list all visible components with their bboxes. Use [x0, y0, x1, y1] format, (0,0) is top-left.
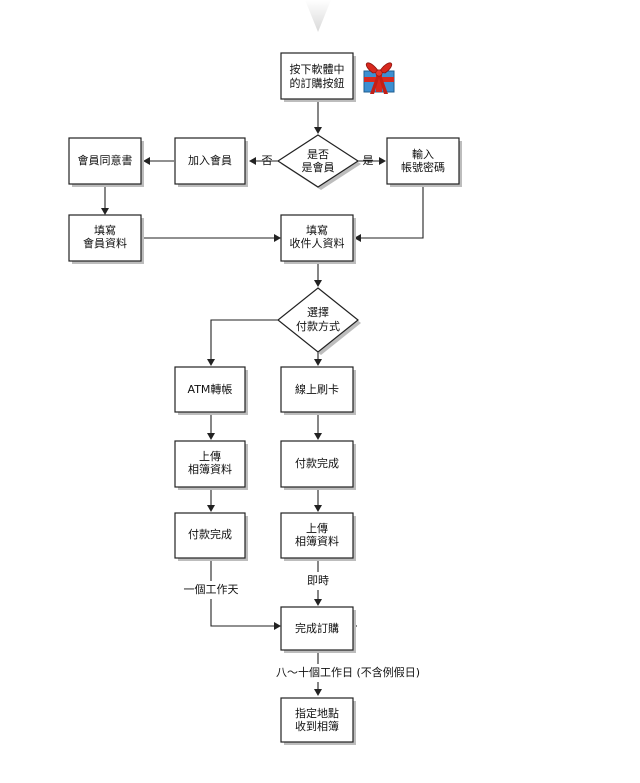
arrowhead: [314, 127, 322, 134]
node-text: 加入會員: [188, 153, 232, 167]
node-text: 指定地點: [295, 706, 339, 720]
arrowhead: [314, 505, 322, 512]
node-text: 輸入: [412, 147, 434, 161]
node-credit-card: 線上刷卡: [280, 366, 356, 415]
edge-password-to-recipient: [360, 186, 424, 239]
node-text: 選擇: [307, 305, 329, 319]
decision-is-member: 是否 是會員: [276, 134, 361, 190]
node-text: 會員資料: [83, 236, 127, 250]
node-text: ATM轉帳: [188, 382, 233, 396]
node-text: 按下軟體中: [290, 62, 345, 76]
node-text: 線上刷卡: [295, 382, 339, 396]
node-paid-left: 付款完成: [174, 512, 248, 561]
arrowhead: [101, 208, 109, 215]
node-text: 上傳: [199, 450, 221, 463]
node-fill-member: 填寫 會員資料: [68, 214, 144, 264]
node-paid-right: 付款完成: [280, 440, 356, 490]
edge-payment-to-atm: [210, 319, 278, 360]
node-upload-left: 上傳 相簿資料: [174, 440, 248, 490]
node-press-order: 按下軟體中 的訂購按鈕: [280, 52, 356, 102]
node-atm: ATM轉帳: [174, 366, 248, 415]
node-text: 付款完成: [295, 456, 339, 470]
arrowhead: [207, 359, 215, 366]
arrowhead: [207, 433, 215, 440]
node-order-done: 完成訂購: [280, 606, 356, 653]
node-fill-recipient: 填寫 收件人資料: [280, 214, 356, 264]
arrowhead: [143, 157, 150, 165]
node-deliver: 指定地點 收到相簿: [280, 697, 356, 745]
edge-label-one-day: 一個工作天: [184, 583, 239, 596]
edge-label-no: 否: [262, 154, 273, 167]
arrowhead: [379, 157, 386, 165]
node-text: 上傳: [306, 522, 328, 535]
arrowhead: [314, 280, 322, 287]
node-text: 是會員: [302, 160, 335, 174]
arrowhead: [207, 505, 215, 512]
node-text: 相簿資料: [188, 462, 232, 476]
node-text: 會員同意書: [78, 153, 133, 167]
node-text: 的訂購按鈕: [290, 76, 345, 90]
node-text: 相簿資料: [295, 534, 339, 548]
arrowhead: [314, 599, 322, 606]
node-member-agreement: 會員同意書: [68, 137, 144, 187]
arrowhead: [314, 359, 322, 366]
edges: [101, 100, 424, 696]
edge-oneday-to-done: [210, 599, 275, 627]
top-fade-arrow: [305, 0, 331, 32]
node-text: 完成訂購: [295, 621, 339, 635]
node-text: 付款方式: [296, 319, 340, 333]
node-join-member: 加入會員: [174, 137, 248, 187]
arrowhead: [314, 433, 322, 440]
node-text: 填寫: [306, 223, 328, 237]
node-enter-password: 輸入 帳號密碼: [386, 137, 462, 187]
edge-label-yes: 是: [363, 154, 374, 167]
decision-choose-payment: 選擇 付款方式: [277, 287, 361, 355]
arrowhead: [274, 234, 281, 242]
node-text: 付款完成: [188, 527, 232, 541]
arrowhead: [274, 622, 281, 630]
node-text: 收到相簿: [295, 719, 339, 733]
node-text: 是否: [307, 148, 329, 161]
node-text: 收件人資料: [290, 236, 345, 250]
node-upload-right: 上傳 相簿資料: [280, 512, 356, 561]
arrowhead: [314, 689, 322, 696]
edge-label-eight-ten-days: 八～十個工作日 (不含例假日): [276, 665, 420, 679]
node-text: 帳號密碼: [401, 160, 445, 174]
arrowhead: [354, 234, 361, 242]
edge-label-immediately: 即時: [307, 574, 329, 587]
arrowhead: [249, 157, 256, 165]
node-text: 填寫: [94, 223, 116, 237]
gift-icon: [363, 62, 395, 94]
